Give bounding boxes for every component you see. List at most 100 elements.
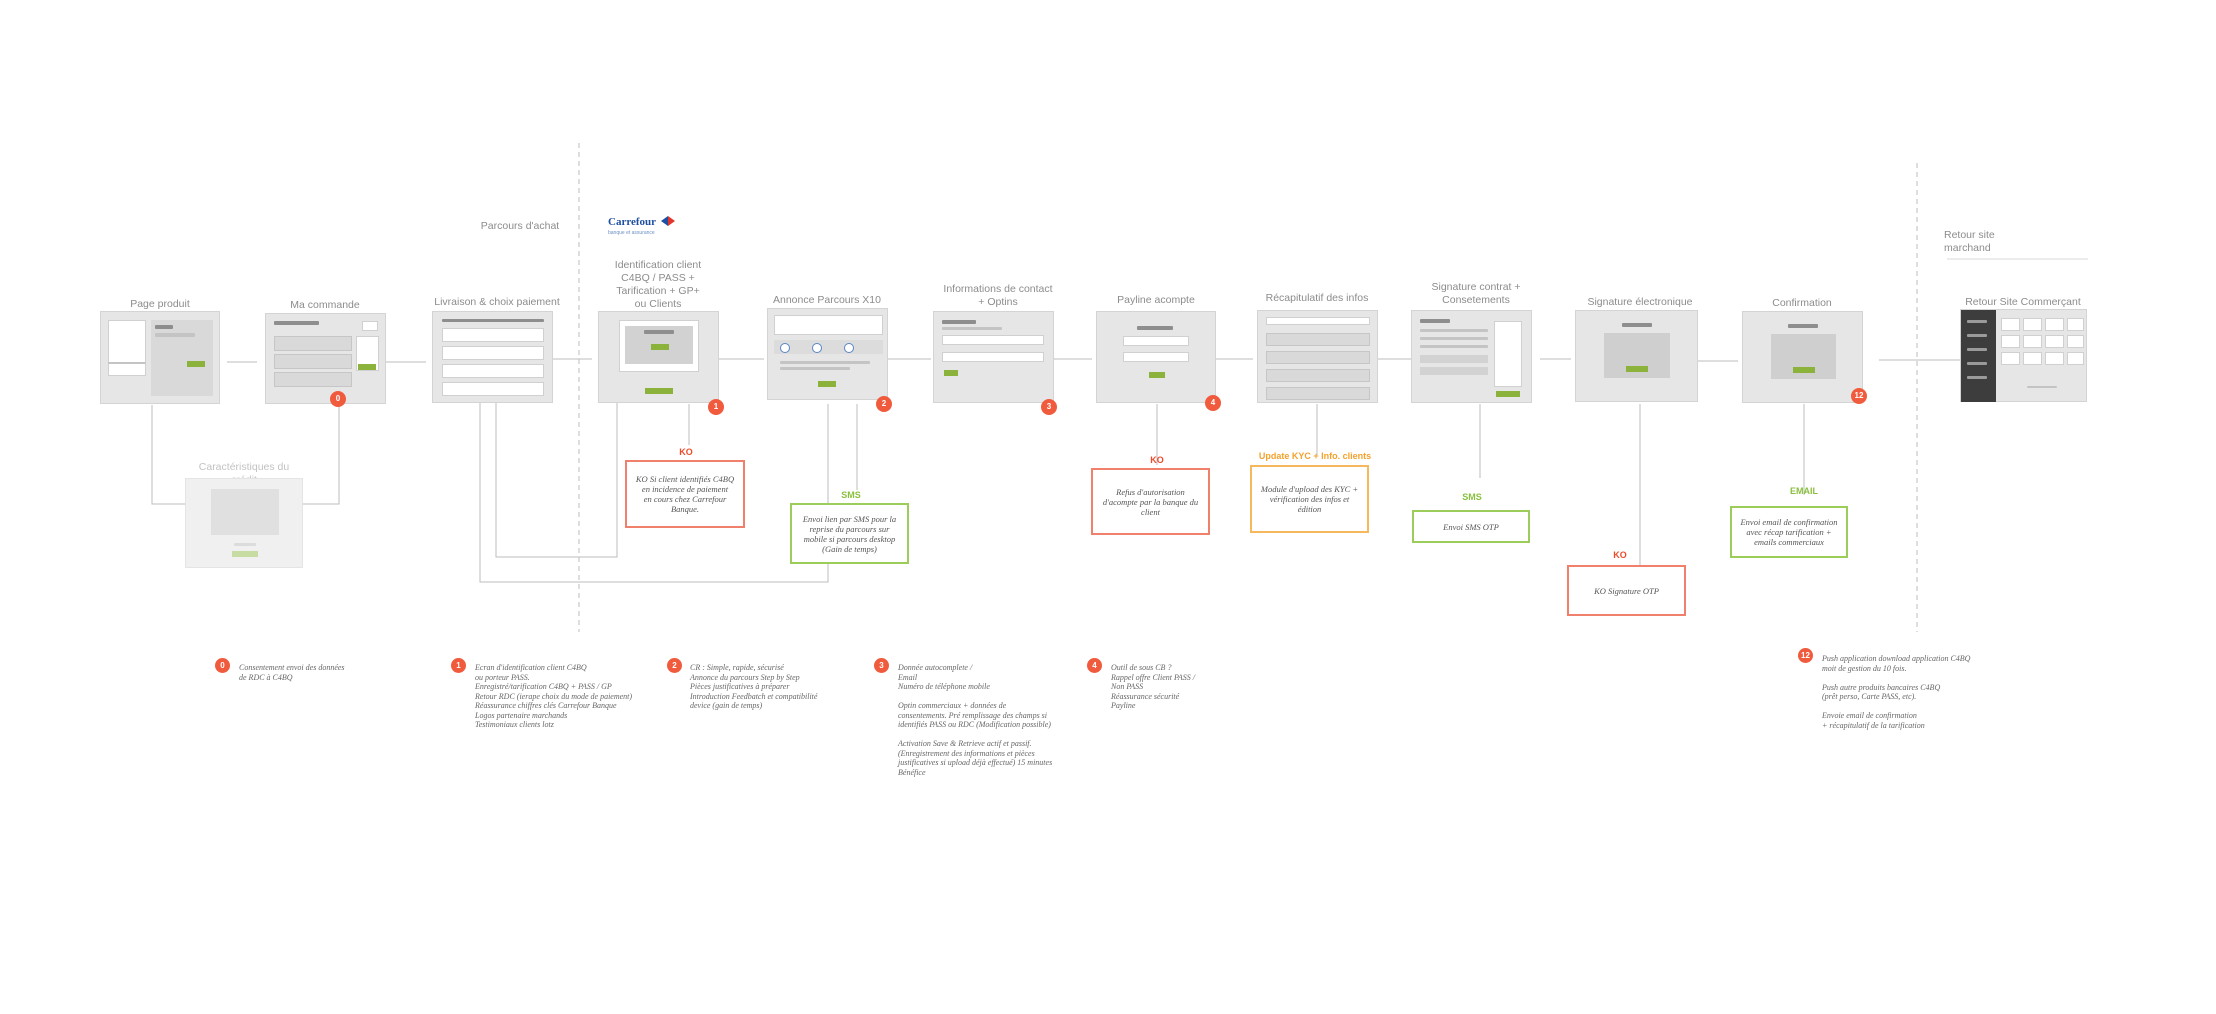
confirmation-cta [1793,367,1815,373]
screen-retour-site[interactable] [1960,309,2087,402]
screen-page-produit[interactable] [100,311,220,404]
identification-cta [645,388,673,394]
delivery-option [442,328,544,342]
parcours-label: Parcours d'achat [480,220,560,232]
outcome-ko-incident: KO Si client identifiés C4BQ en incidenc… [625,460,745,528]
screen-payline[interactable] [1096,311,1216,403]
site-tile [2045,318,2064,331]
login-cta [651,344,669,350]
step-label-payline: Payline acompte [1117,294,1195,306]
outcome-sms-otp: Envoi SMS OTP [1412,510,1530,543]
order-item [274,372,352,387]
contact-title-bar [942,320,976,324]
screen-confirmation[interactable] [1742,311,1863,403]
contract-document [1494,321,1522,387]
contract-line-bar [1420,345,1488,348]
site-sidebar [1961,310,1996,402]
outcome-email: Envoi email de confirmation avec récap t… [1730,506,1848,558]
contract-line-bar [1420,329,1488,332]
outcome-tag-ko: KO [679,447,693,457]
step-label-recap: Récapitulatif des infos [1265,292,1369,304]
note-badge: 1 [451,658,466,673]
order-cta [358,364,376,370]
email-field [942,335,1044,345]
delivery-option [442,346,544,360]
step-badge: 4 [1205,395,1221,411]
note-badge: 12 [1798,648,1813,663]
step-label-contact: Informations de contact + Optins [943,283,1053,308]
screen-ma-commande[interactable] [265,313,386,404]
carrefour-logo: Carrefour banque et assurance [608,212,688,238]
site-tile [2023,335,2042,348]
step-label-identification: Identification client C4BQ / PASS + Tari… [614,259,702,310]
logo-text: Carrefour [608,216,657,228]
note-text: CR : Simple, rapide, sécurisé Annonce du… [690,663,818,710]
otp-title-bar [1622,323,1652,327]
contract-consent [1420,367,1488,375]
screen-recap[interactable] [1257,310,1378,403]
note-text: Donnée autocomplete / Email Numéro de té… [898,663,1053,777]
note-text: Consentement envoi des données de RDC à … [239,663,345,682]
sidebar-item [1967,348,1987,351]
phone-field [942,352,1044,362]
recap-row [1266,351,1370,364]
contract-title-bar [1420,319,1450,323]
contract-consent [1420,355,1488,363]
logo-sub: banque et assurance [608,230,655,236]
order-item [274,354,352,369]
note-text: Push application download application C4… [1822,654,1971,730]
otp-cta [1626,366,1648,372]
card-expiry-field [1123,352,1189,362]
delivery-option [442,364,544,378]
product-line-bar [108,362,146,364]
site-pagination [2027,386,2057,388]
site-tile [2023,352,2042,365]
recap-header [1266,317,1370,325]
screen-livraison[interactable] [432,311,553,403]
step-badge: 3 [1041,399,1057,415]
note-badge: 2 [667,658,682,673]
screen-annonce[interactable] [767,308,888,400]
contact-cta [944,370,958,376]
annonce-text-bar [780,361,870,364]
logo-mark-icon [660,213,675,226]
note-badge: 0 [215,658,230,673]
order-item [274,336,352,351]
product-image [108,320,146,376]
delivery-option [442,382,544,396]
annonce-cta [818,381,836,387]
recap-row [1266,333,1370,346]
step-badge: 12 [1851,388,1867,404]
screen-credit[interactable] [185,478,303,568]
note-text: Outil de sous CB ? Rappel offre Client P… [1111,663,1195,710]
site-tile [2001,335,2020,348]
step-label-page-produit: Page produit [130,298,190,310]
note-text: Ecran d'identification client C4BQ ou po… [475,663,633,729]
site-tile [2001,318,2020,331]
order-cart-icon [362,321,378,331]
outcome-ko-signature: KO Signature OTP [1567,565,1686,616]
outcome-tag-email: EMAIL [1790,486,1818,496]
screen-signature-electronique[interactable] [1575,310,1698,402]
screen-signature-contrat[interactable] [1411,310,1532,403]
site-tile [2067,318,2084,331]
product-panel [151,320,213,396]
sidebar-item [1967,334,1987,337]
step-dot-icon [780,343,790,353]
step-badge: 0 [330,391,346,407]
annonce-steps [774,340,883,354]
site-tile [2067,352,2084,365]
credit-panel [211,489,279,535]
step-badge: 2 [876,396,892,412]
login-title-bar [644,330,674,334]
screen-contact[interactable] [933,311,1054,403]
retour-label: Retour site marchand [1944,229,1995,254]
annonce-text-bar [780,367,850,370]
step-label-signature-electronique: Signature électronique [1587,296,1693,308]
step-label-annonce: Annonce Parcours X10 [773,294,881,306]
contract-cta [1496,391,1520,397]
outcome-sms-link: Envoi lien par SMS pour la reprise du pa… [790,503,909,564]
site-tile [2045,335,2064,348]
screen-identification[interactable] [598,311,719,403]
